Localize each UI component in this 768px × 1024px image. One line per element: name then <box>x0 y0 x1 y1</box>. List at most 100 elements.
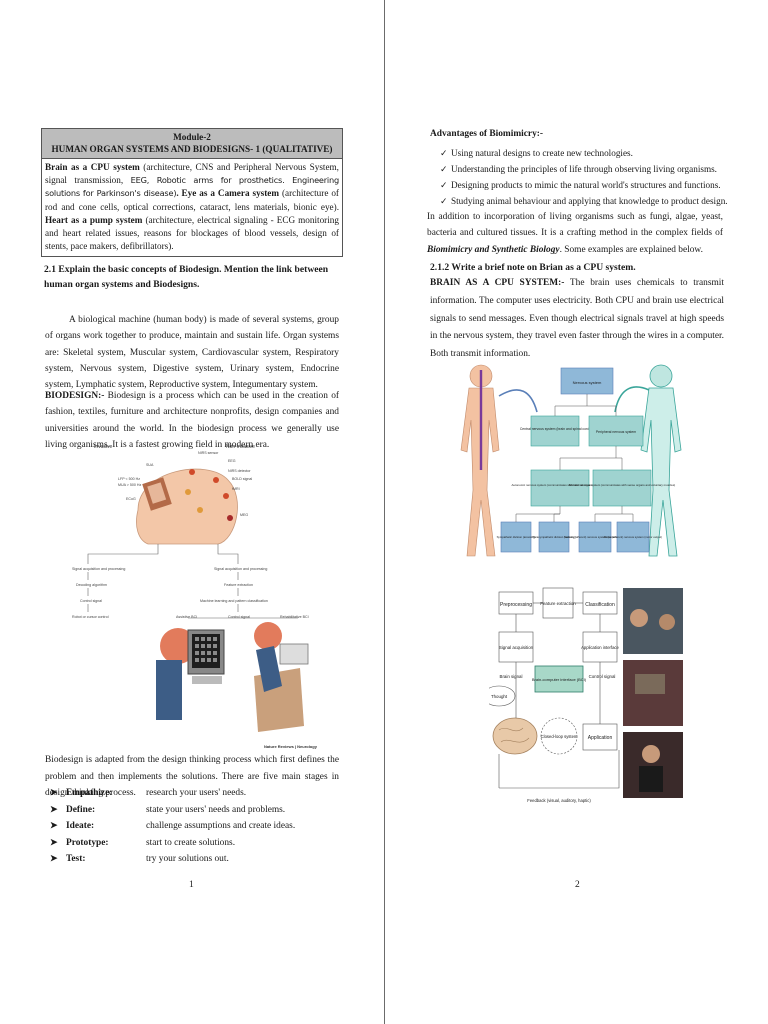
stage-item: ➤Prototype:start to create solutions. <box>50 834 340 851</box>
bci-app-interface: Application interface <box>581 645 619 650</box>
fig1-label: Signal acquisition and processing <box>214 567 267 571</box>
figure-credit: Nature Reviews | Neurology <box>264 744 318 749</box>
eeg-text: EEG, Robotic arms for prosthetics. Engin… <box>45 175 339 199</box>
ns-sensory-box: Sensory (afferent) nervous system (senso… <box>564 535 626 539</box>
incorp-emphasis: Biomimicry and Synthetic Biology <box>427 244 560 255</box>
stage-desc: research your users' needs. <box>146 788 247 798</box>
ns-parasympathetic-box: Parasympathetic division (calming) <box>532 535 575 539</box>
advantage-item: ✓Designing products to mimic the natural… <box>440 177 730 193</box>
section-heading: 2.1 Explain the basic concepts of Biodes… <box>44 264 329 290</box>
incorp-tail: . Some examples are explained below. <box>559 244 703 255</box>
bci-loop-figure: Preprocessing Feature extraction Classif… <box>489 578 689 816</box>
fig1-label: NIRS detector <box>228 469 251 473</box>
checkmark-icon: ✓ <box>440 180 448 190</box>
eye-system-label: . Eye as a Camera system <box>176 188 280 199</box>
advantage-item: ✓Understanding the principles of life th… <box>440 161 730 177</box>
ns-motor-box: Motor (efferent) nervous system (motor o… <box>604 535 662 539</box>
ns-cns-box: Central nervous system (brain and spinal… <box>520 427 590 431</box>
stage-item: ➤ Ideate: challenge assumptions and create… <box>50 817 340 834</box>
nervous-system-figure: Nervous system Central nervous system (b… <box>460 364 682 557</box>
stage-term: Ideate: <box>66 821 95 832</box>
page-divider <box>384 0 385 1024</box>
fig1-label: ECoG <box>126 497 136 501</box>
fig1-label: Robot or cursor control <box>72 615 109 619</box>
incorporation-paragraph: In addition to incorporation of living o… <box>427 209 723 258</box>
stage-term: Test: <box>66 854 86 865</box>
stage-item: ➤Test:try your solutions out. <box>50 850 340 867</box>
advantage-item: ✓Studying animal behaviour and applying … <box>440 193 730 209</box>
bci-classification: Classification <box>585 602 615 608</box>
bci-brain-signal: Brain signal <box>500 674 523 679</box>
organ-systems-paragraph: A biological machine (human body) is mad… <box>45 315 339 391</box>
fig1-label: fMRI <box>232 487 240 491</box>
fig1-label: Rehabilitative BCI <box>280 615 309 619</box>
bci-acquisition: Signal acquisition <box>499 645 534 650</box>
module-header: Module-2 HUMAN ORGAN SYSTEMS AND BIODESI… <box>42 129 342 159</box>
design-thinking-paragraph: Biodesign is adapted from the design thi… <box>45 755 339 798</box>
fig1-label: LFP < 500 Hz <box>118 477 140 481</box>
biodesign-label: BIODESIGN:- <box>45 391 105 401</box>
fig1-label: BOLD signal <box>232 477 252 481</box>
incorp-text: In addition to incorporation of living o… <box>427 212 723 239</box>
ns-top-box: Nervous system <box>573 380 602 385</box>
bci-feedback: Feedback (visual, auditory, haptic) <box>527 798 591 803</box>
ns-autonomic-box: Autonomic nervous system (communicates w… <box>512 483 609 487</box>
module-title: Module-2 <box>173 132 211 142</box>
arrow-bullet-icon: ➤ <box>50 803 58 814</box>
fig1-label: EEG <box>228 459 236 463</box>
bci-closed-loop: Closed-loop system <box>541 734 578 739</box>
bci-application: Application <box>588 735 613 741</box>
advantage-text: Using natural designs to create new tech… <box>451 148 633 158</box>
fig1-label: NIRS sensor <box>198 451 219 455</box>
fig1-label: Machine learning and pattern classificat… <box>200 599 268 603</box>
fig1-label: SUA <box>146 463 154 467</box>
fig1-label: Control signal <box>80 599 102 603</box>
cpu-system-text: (architecture, CNS and Peripheral Nervou… <box>45 162 339 186</box>
ns-somatic-box: Somatic nervous system (communicates wit… <box>569 483 676 487</box>
fig1-label: MEG <box>240 513 248 517</box>
ns-sympathetic-box: Sympathetic division (arousing) <box>497 535 536 539</box>
stage-desc: start to create solutions. <box>146 837 236 848</box>
biodesign-paragraph: BIODESIGN:- Biodesign is a process which… <box>45 388 339 453</box>
arrow-bullet-icon: ➤ <box>50 820 58 831</box>
checkmark-icon: ✓ <box>440 148 448 158</box>
body-figure-left <box>460 364 500 557</box>
advantage-text: Designing products to mimic the natural … <box>451 180 721 190</box>
fig1-label: Assistive BCI <box>176 615 197 619</box>
stage-desc: state your users' needs and problems. <box>146 804 286 815</box>
fig1-label: Feature extraction <box>224 583 253 587</box>
assistive-bci-illustration <box>156 628 225 720</box>
bci-thought: Thought <box>491 694 508 699</box>
fig1-label: Signal acquisition and processing <box>72 567 125 571</box>
stage-term: Define: <box>66 804 96 815</box>
eye-system-text: (architecture of rod and cone cells, opt… <box>45 188 339 212</box>
bci-control-signal: Control signal <box>589 674 616 679</box>
advantage-text: Studying animal behaviour and applying t… <box>451 196 728 206</box>
stage-item: ➤ Define: state your users' needs and prob… <box>50 801 340 818</box>
stage-term: Prototype: <box>66 837 109 848</box>
arrow-bullet-icon: ➤ <box>50 787 58 797</box>
bci-preprocessing: Preprocessing <box>500 602 532 608</box>
bci-figure: Invasive Non-invasive NIRS sensor EEG NI… <box>72 444 318 749</box>
stage-desc: challenge assumptions and create ideas. <box>146 821 296 832</box>
brain-illustration <box>492 717 538 755</box>
stage-desc: try your solutions out. <box>146 854 229 865</box>
module-subtitle: HUMAN ORGAN SYSTEMS AND BIODESIGNS- 1 (Q… <box>51 144 333 154</box>
bci-photos <box>623 588 683 798</box>
heart-system-label: Heart as a pump system <box>45 214 143 225</box>
invasive-label: Invasive <box>94 444 113 450</box>
fig1-label: Decoding algorithm <box>76 583 107 587</box>
bci-core: Brain-computer interface (BCI) <box>532 677 587 682</box>
fig1-label: Control signal <box>228 615 250 619</box>
advantages-list: ✓Using natural designs to create new tec… <box>440 145 730 209</box>
advantage-item: ✓Using natural designs to create new tec… <box>440 145 730 161</box>
page-number: 2 <box>575 880 580 890</box>
cpu-system-label: Brain as a CPU system <box>45 162 140 172</box>
right-page <box>385 0 768 1024</box>
advantages-title: Advantages of Biomimicry:- <box>430 129 544 139</box>
stage-term: Empathize: <box>66 788 113 798</box>
brain-cpu-text: The brain uses chemicals to transmit inf… <box>430 278 724 360</box>
bci-feature: Feature extraction <box>540 601 576 606</box>
brain-cpu-paragraph: BRAIN AS A CPU SYSTEM:- The brain uses c… <box>430 275 724 364</box>
rehabilitative-bci-illustration <box>254 622 309 732</box>
